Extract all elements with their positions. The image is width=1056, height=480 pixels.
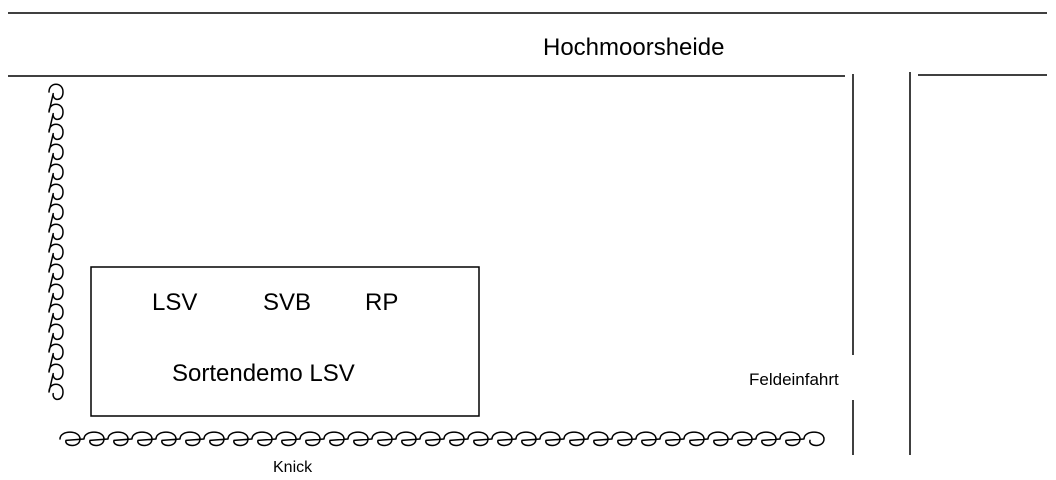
road-name: Hochmoorsheide (543, 34, 725, 61)
plot-label: LSV (152, 289, 198, 316)
field-entry-label: Feldeinfahrt (749, 370, 839, 389)
plot-label: SVB (263, 289, 312, 316)
trial-caption: Sortendemo LSV (172, 360, 355, 387)
plot-label: RP (365, 289, 399, 316)
trial-box (90, 266, 480, 417)
hedge-scribble-south (59, 431, 825, 447)
hedge-label: Knick (273, 459, 313, 476)
hedge-scribble-west (48, 83, 64, 401)
